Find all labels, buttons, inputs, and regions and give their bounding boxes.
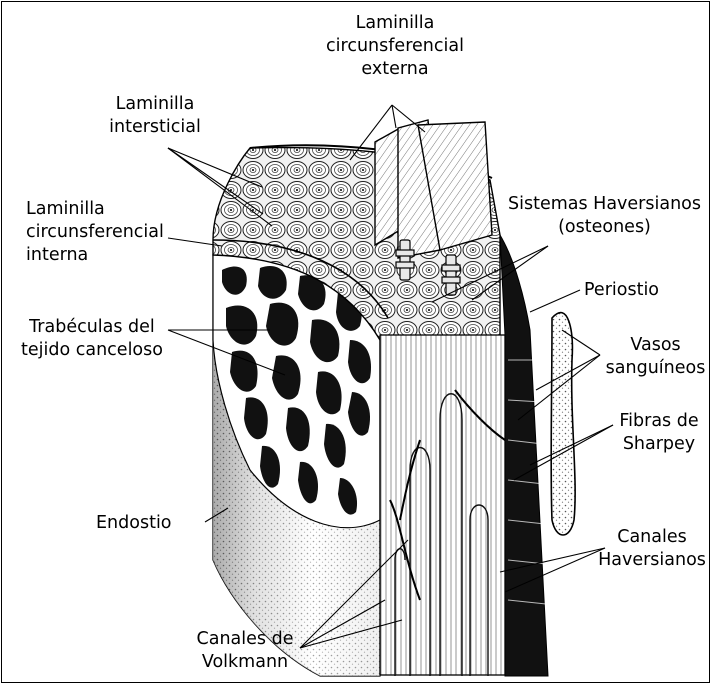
label-laminilla-circunsferencial-externa: Laminilla circunsferencial externa — [300, 12, 490, 81]
compact-longitudinal-face — [380, 335, 505, 675]
label-trabeculas-tejido-canceloso: Trabéculas del tejido canceloso — [12, 316, 172, 362]
label-endostio: Endostio — [96, 512, 206, 535]
label-canales-de-volkmann: Canales de Volkmann — [185, 628, 305, 674]
label-vasos-sanguineos: Vasos sanguíneos — [603, 334, 708, 380]
label-sistemas-haversianos: Sistemas Haversianos (osteones) — [502, 193, 707, 239]
label-laminilla-intersticial: Laminilla intersticial — [85, 93, 225, 139]
periosteum-band — [500, 235, 548, 676]
label-laminilla-circunsferencial-interna: Laminilla circunsferencial interna — [26, 198, 186, 267]
blood-vessel — [551, 313, 575, 535]
label-canales-haversianos: Canales Haversianos — [594, 526, 710, 572]
label-periostio: Periostio — [584, 279, 684, 302]
label-fibras-de-sharpey: Fibras de Sharpey — [610, 410, 708, 456]
